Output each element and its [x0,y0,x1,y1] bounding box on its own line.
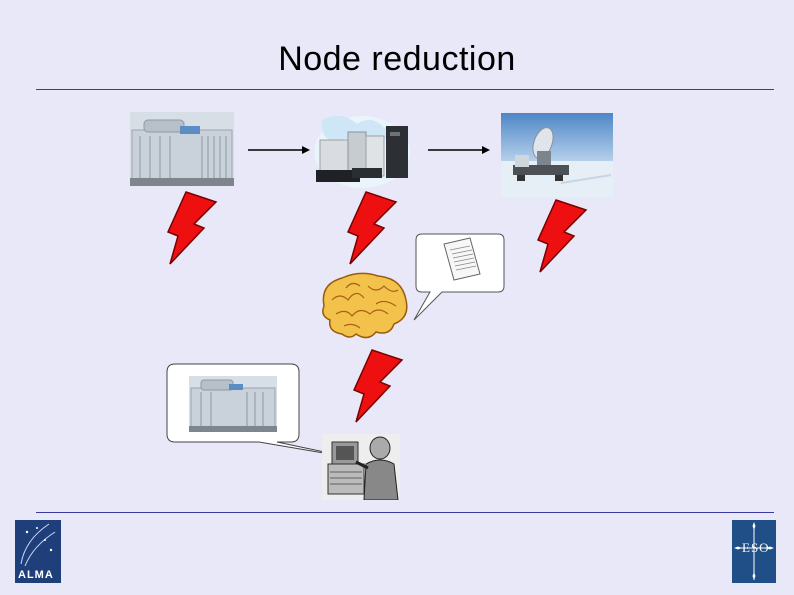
title-divider [36,89,774,90]
lightning-bolt-icon [346,191,398,265]
document-speech-bubble [413,233,505,321]
operator-image [322,434,400,500]
eso-star-icon [734,522,774,580]
alma-constellation-icon [20,523,56,567]
brain-image [322,272,408,339]
antenna-image [501,113,613,197]
eso-logo-text: ESO [742,540,770,555]
document-icon [443,237,481,281]
generator-image [130,112,234,186]
lightning-bolt-icon [536,199,588,273]
eso-logo: ESO [732,520,776,583]
alma-logo: ALMA [15,520,61,583]
alma-logo-text: ALMA [18,569,54,581]
lightning-bolt-icon [166,191,218,265]
ups-units-image [314,115,410,188]
generator-speech-bubble [166,363,354,459]
flow-arrow [248,146,310,154]
page-title: Node reduction [278,40,516,78]
lightning-bolt-icon [352,349,404,423]
footer-divider [36,512,774,513]
flow-arrow [428,146,490,154]
